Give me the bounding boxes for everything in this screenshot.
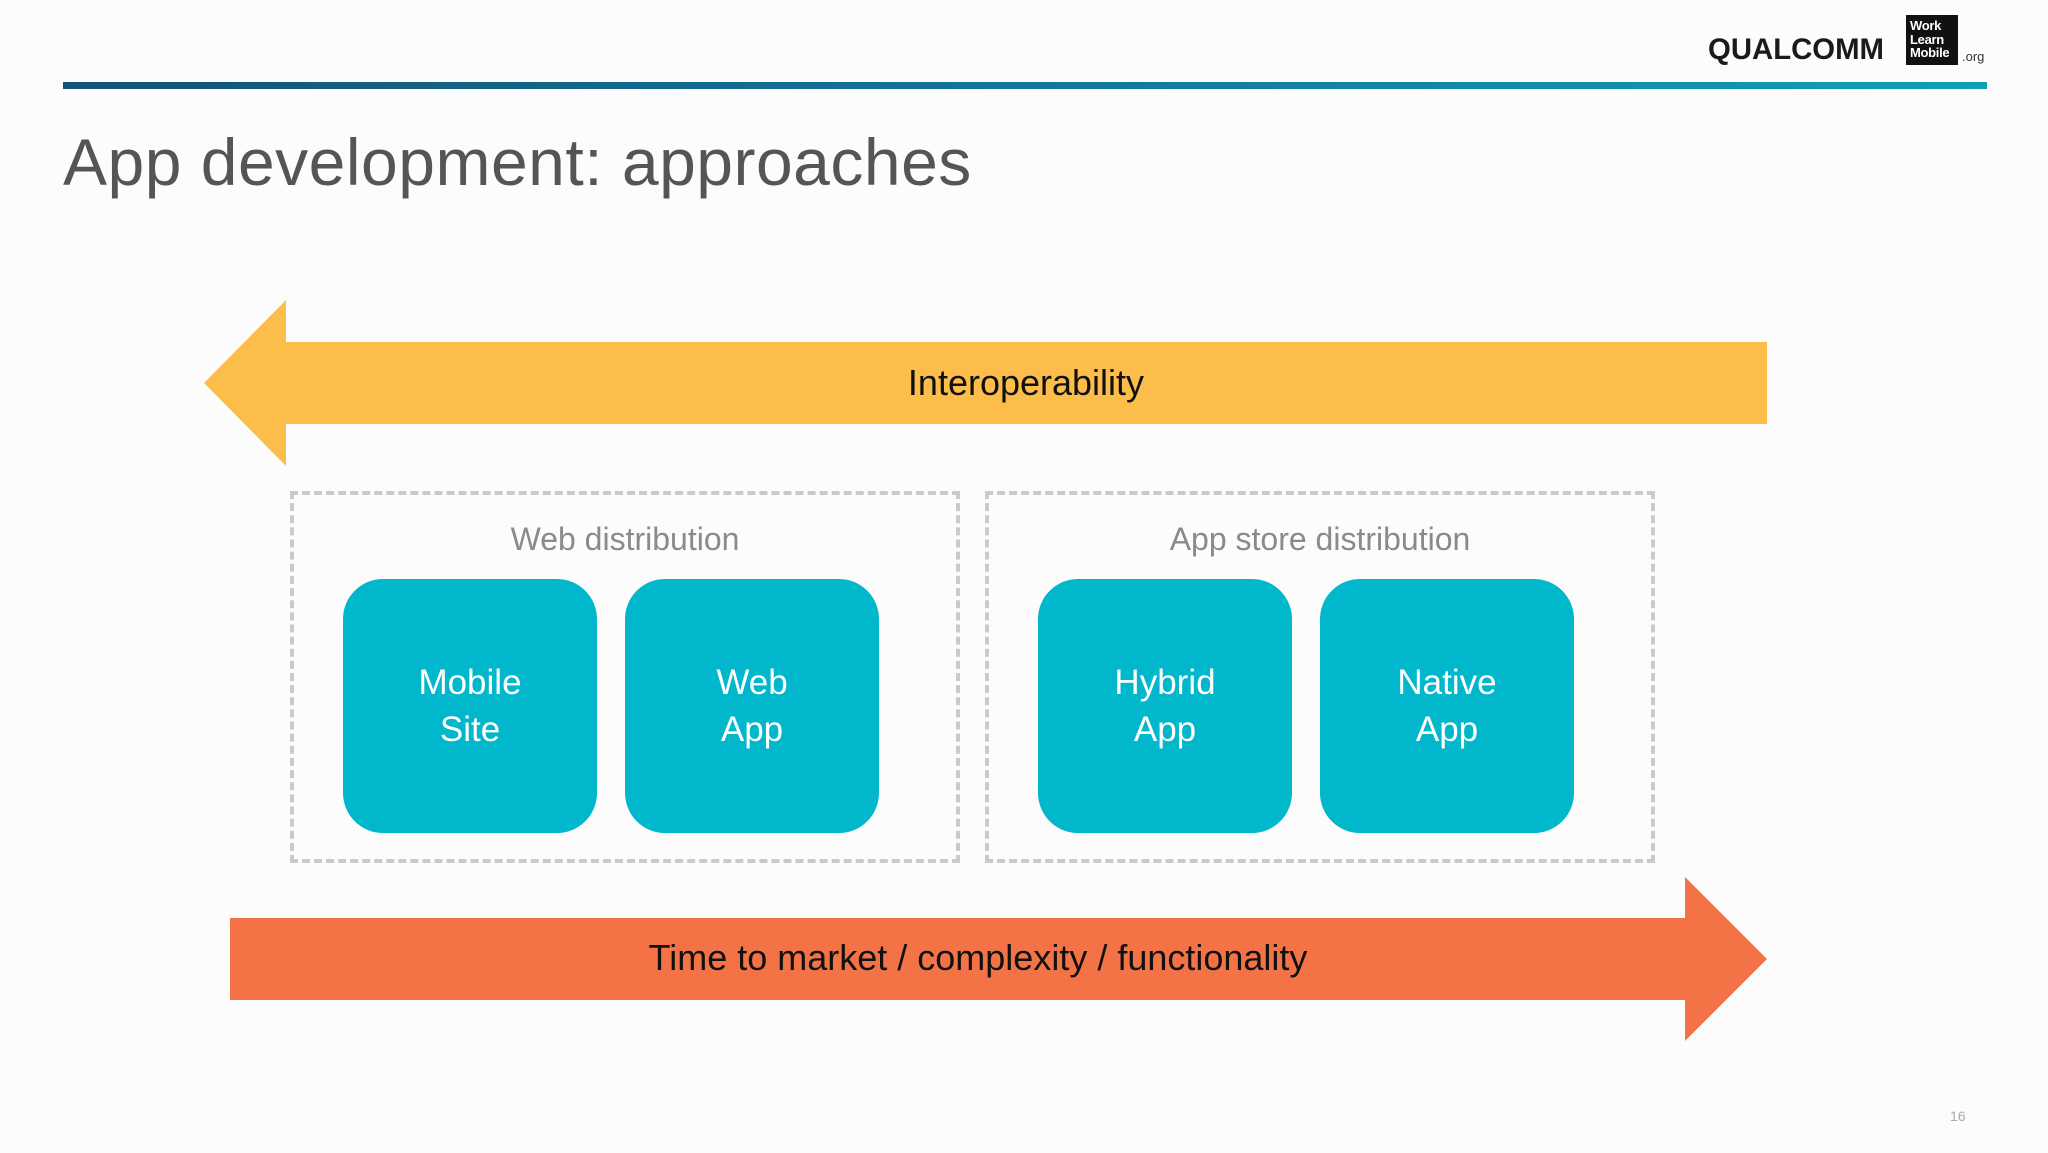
wlm-line-mobile: Mobile bbox=[1910, 45, 1950, 60]
interoperability-label: Interoperability bbox=[907, 362, 1145, 403]
wlm-line-learn: Learn bbox=[1910, 31, 1944, 47]
app-store-distribution-group: App store distribution Hybrid App Native… bbox=[985, 491, 1655, 863]
time-to-market-arrow-shape bbox=[230, 877, 1767, 1041]
interoperability-arrow-shape bbox=[204, 300, 1767, 466]
web-app-line2: App bbox=[720, 710, 784, 749]
mobile-site-line2: Site bbox=[439, 710, 501, 749]
wlm-line-work: Work bbox=[1910, 18, 1942, 33]
app-store-distribution-label: App store distribution bbox=[1169, 521, 1471, 557]
web-distribution-label: Web distribution bbox=[510, 521, 740, 557]
qualcomm-logo: QUALCOMM bbox=[1708, 33, 1884, 66]
native-app-line2: App bbox=[1415, 710, 1479, 749]
mobile-site-tile: Mobile Site bbox=[343, 579, 597, 833]
time-to-market-arrow bbox=[230, 877, 1767, 1041]
wlm-suffix: .org bbox=[1962, 49, 1985, 64]
interoperability-arrow bbox=[204, 300, 1767, 466]
web-app-line1: Web bbox=[716, 663, 788, 702]
page-title: App development: approaches bbox=[63, 125, 972, 199]
web-app-tile: Web App bbox=[625, 579, 879, 833]
hybrid-app-line1: Hybrid bbox=[1114, 663, 1216, 702]
native-app-line1: Native bbox=[1397, 663, 1497, 702]
time-to-market-label: Time to market / complexity / functional… bbox=[648, 937, 1308, 978]
header-bar bbox=[63, 82, 1987, 89]
web-distribution-group: Web distribution Mobile Site Web App bbox=[290, 491, 960, 863]
native-app-tile: Native App bbox=[1320, 579, 1574, 833]
hybrid-app-tile: Hybrid App bbox=[1038, 579, 1292, 833]
hybrid-app-line2: App bbox=[1133, 710, 1197, 749]
qualcomm-logo-text: QUALCOMM bbox=[1708, 33, 1884, 66]
mobile-site-line1: Mobile bbox=[418, 663, 522, 702]
worklearnmobile-logo: Work Learn Mobile bbox=[1906, 15, 1958, 65]
page-number: 16 bbox=[1950, 1108, 1966, 1124]
